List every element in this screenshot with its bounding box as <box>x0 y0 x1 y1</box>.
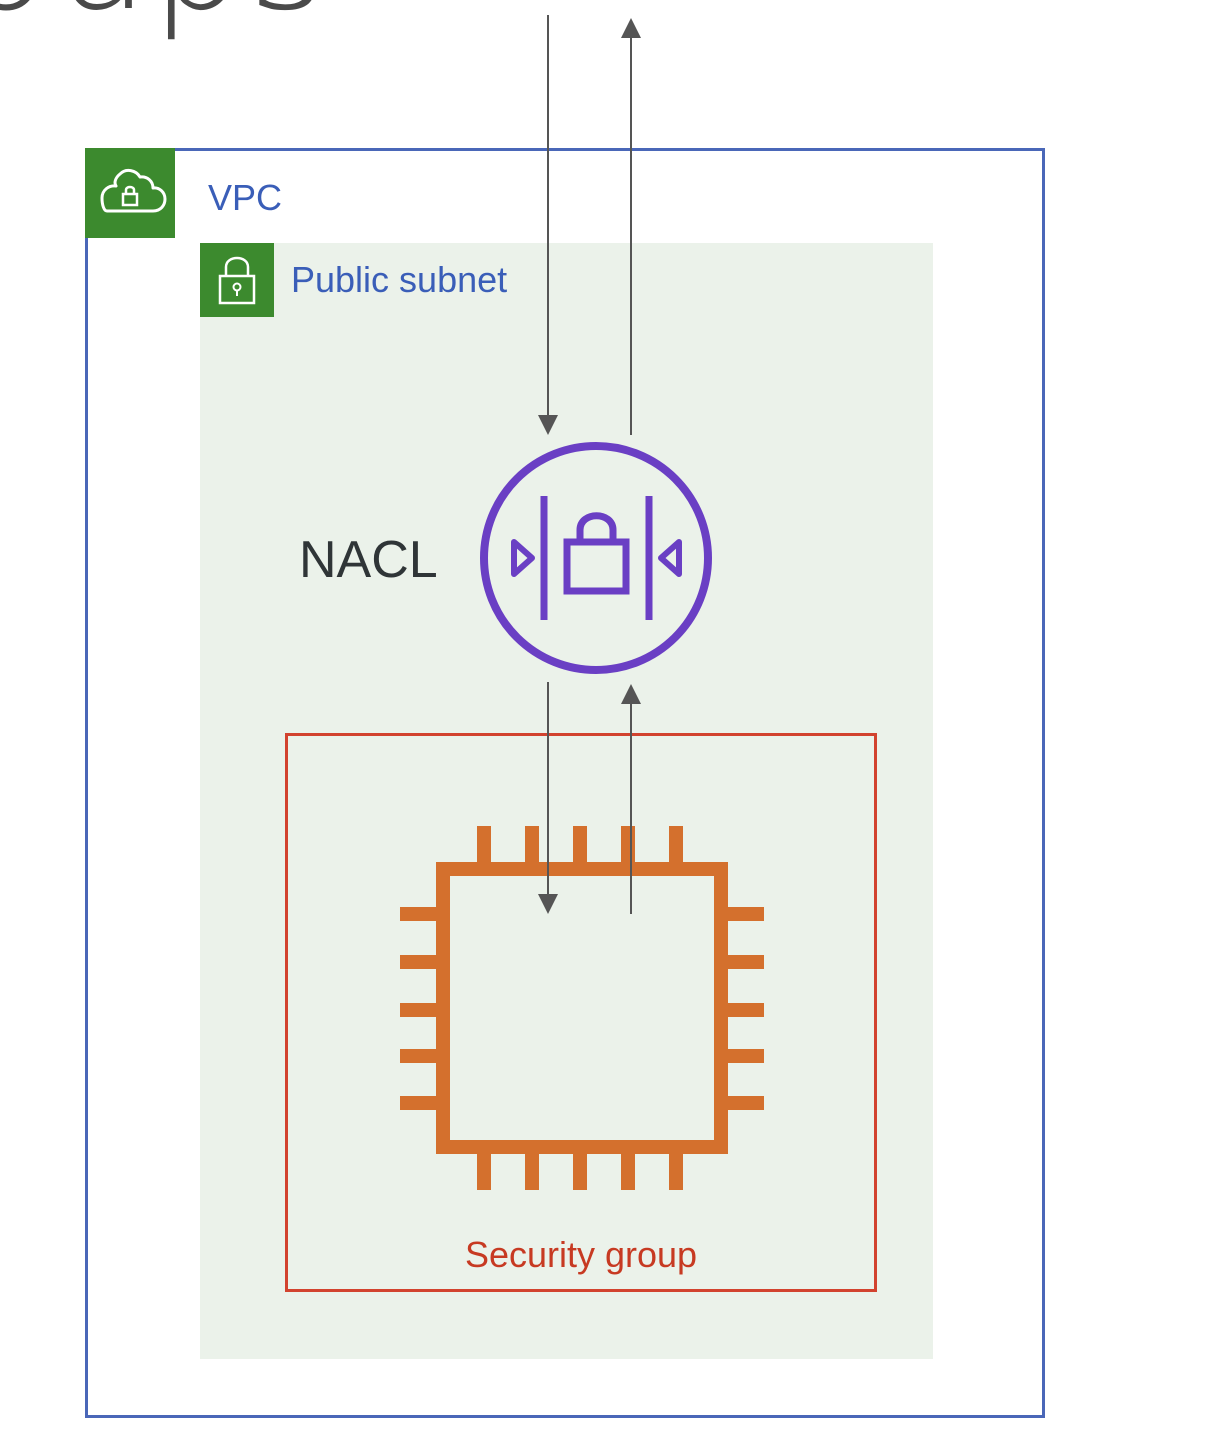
vpc-cloud-lock-icon <box>100 168 167 213</box>
vpc-badge <box>85 148 175 238</box>
public-subnet-container <box>200 243 933 1359</box>
arrow-inbound-to-nacl <box>538 15 558 435</box>
public-subnet-label: Public subnet <box>291 259 508 300</box>
network-acl-icon <box>480 442 712 674</box>
subnet-padlock-icon <box>218 256 256 305</box>
vpc-container <box>85 148 1045 1418</box>
arrow-inbound-to-instance <box>538 682 558 914</box>
arrow-outbound-from-nacl <box>621 18 641 435</box>
security-group-container <box>285 733 877 1292</box>
subnet-badge <box>200 243 274 317</box>
page-title: oups <box>0 0 328 32</box>
nacl-label: NACL <box>299 531 438 589</box>
arrow-outbound-from-instance <box>621 684 641 914</box>
security-group-label: Security group <box>464 1234 698 1275</box>
ec2-instance-chip-icon <box>400 826 764 1190</box>
vpc-label: VPC <box>208 177 283 218</box>
